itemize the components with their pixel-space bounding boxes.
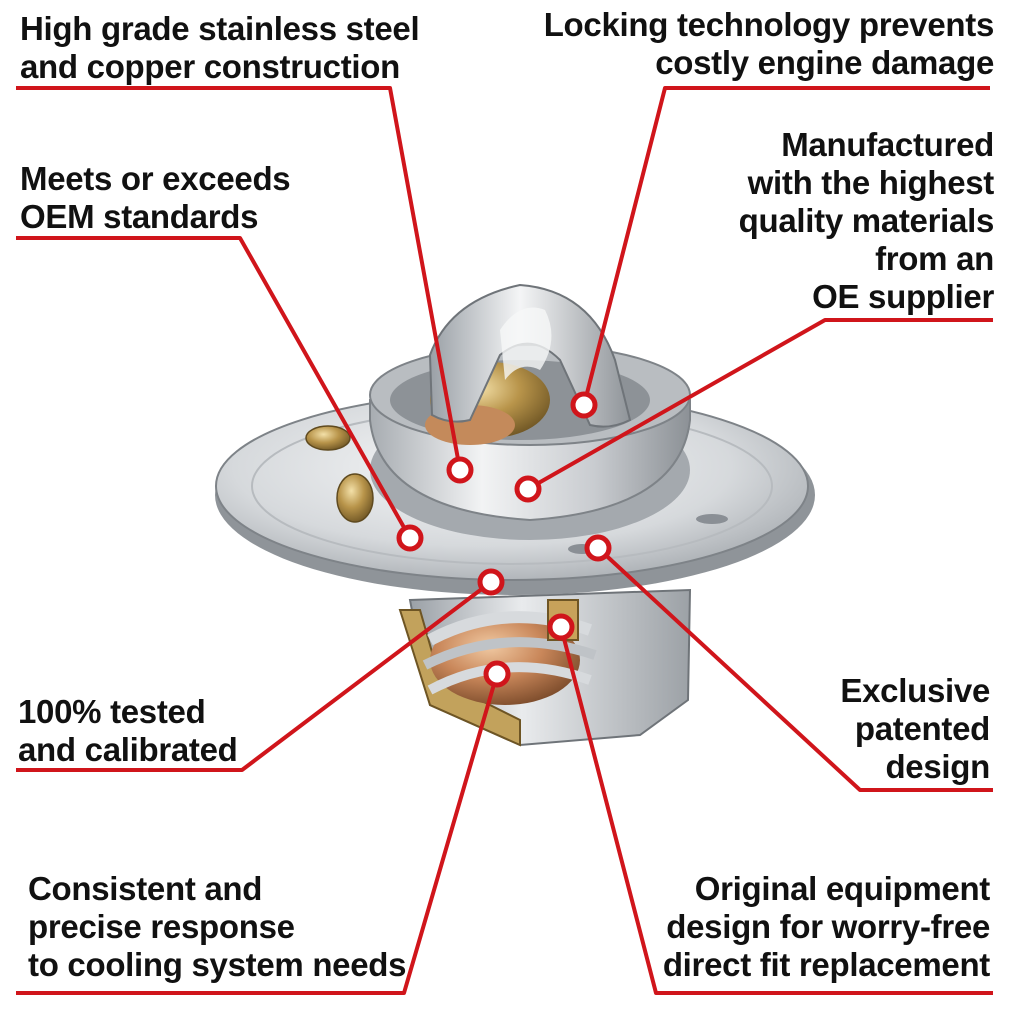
callout-oem-standards: Meets or exceeds OEM standards	[20, 160, 291, 235]
callout-line-stainless-steel	[16, 86, 462, 471]
thermostat-bridge	[428, 283, 632, 428]
callout-dot-patented-design	[584, 534, 612, 562]
callout-locking-technology: Locking technology prevents costly engin…	[543, 6, 995, 81]
callout-line-oem-standards	[16, 236, 412, 539]
callout-dot-direct-fit	[547, 613, 575, 641]
callout-line-patented-design	[596, 546, 993, 792]
callout-quality-materials: Manufactured with the highest quality ma…	[738, 126, 995, 315]
callout-stainless-steel: High grade stainless steel and copper co…	[20, 10, 420, 85]
callout-precise-response: Consistent and precise response to cooli…	[28, 870, 407, 983]
callout-dot-stainless-steel	[446, 456, 474, 484]
callout-dot-oem-standards	[396, 524, 424, 552]
callout-line-quality-materials	[527, 318, 993, 491]
callout-tested-calibrated: 100% tested and calibrated	[18, 693, 238, 768]
callout-dots	[396, 391, 612, 688]
callout-line-direct-fit	[559, 626, 993, 995]
callout-dot-precise-response	[483, 660, 511, 688]
callout-line-locking-technology	[582, 86, 990, 406]
callout-direct-fit: Original equipment design for worry-free…	[662, 870, 990, 983]
callout-line-precise-response	[16, 673, 499, 995]
thermostat-center-cup	[369, 344, 691, 540]
callout-line-tested-calibrated	[16, 580, 493, 772]
callout-lines	[16, 86, 993, 995]
callout-patented-design: Exclusive patented design	[840, 672, 990, 785]
callout-dot-tested-calibrated	[477, 568, 505, 596]
thermostat-lower-frame	[398, 588, 692, 747]
callout-dot-quality-materials	[514, 475, 542, 503]
callout-dot-locking-technology	[570, 391, 598, 419]
